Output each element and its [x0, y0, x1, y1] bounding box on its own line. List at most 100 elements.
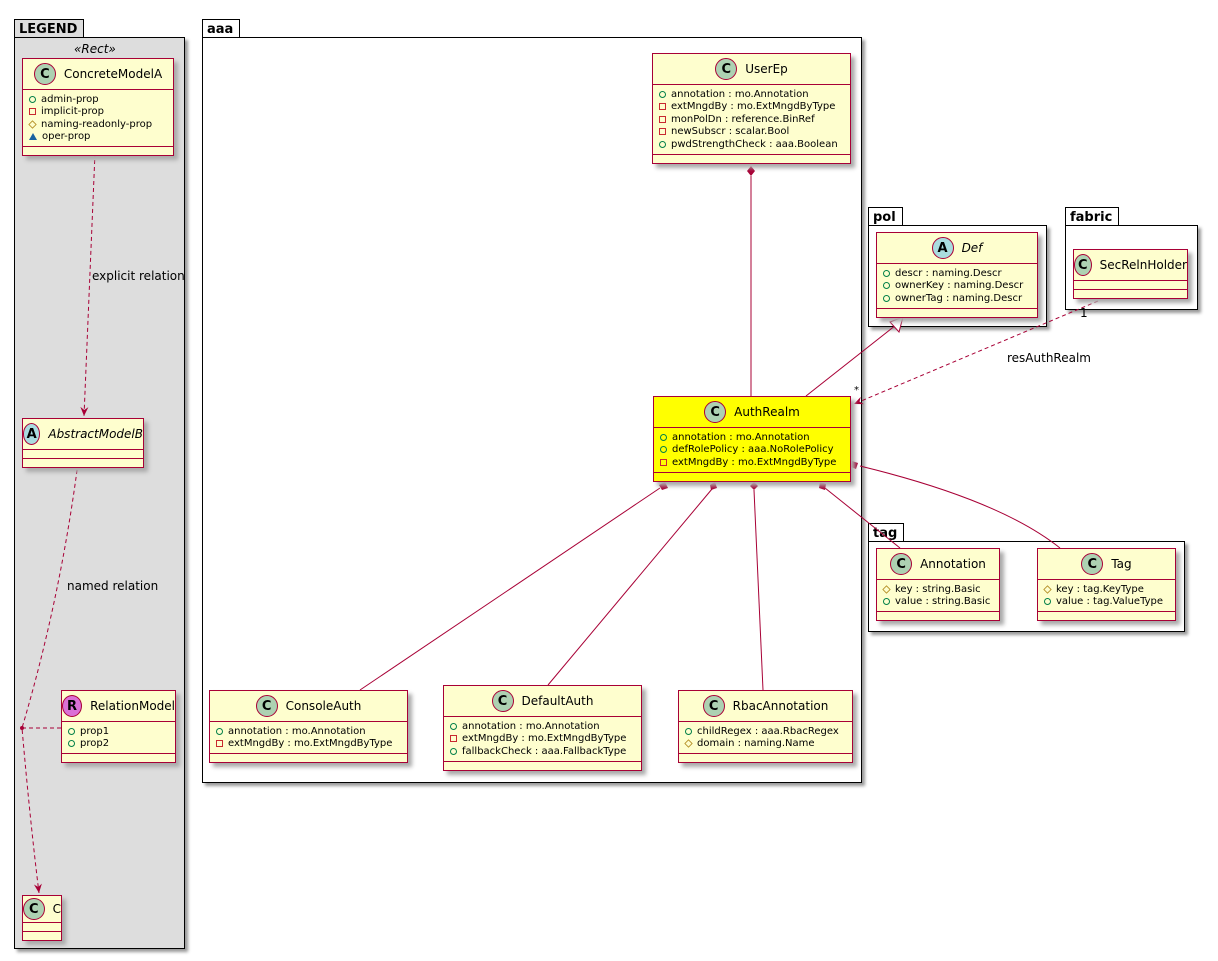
attribute-row: newSubscr : scalar.Bool	[659, 126, 844, 139]
attribute-text: prop1	[80, 725, 110, 737]
legend-stereotype: «Rect»	[74, 42, 116, 56]
attribute-text: value : tag.ValueType	[1056, 596, 1164, 608]
resauthrealm-label: resAuthRealm	[1007, 351, 1091, 365]
class-name: RelationModel	[90, 699, 175, 713]
private-icon	[216, 740, 223, 748]
attribute-row: extMngdBy : mo.ExtMngdByType	[450, 733, 635, 746]
class-name: Tag	[1111, 557, 1132, 571]
class-methods	[679, 754, 852, 762]
class-header: C ConsoleAuth	[210, 691, 407, 722]
package-pol-tab: pol	[868, 207, 903, 225]
protected-icon	[1043, 585, 1052, 594]
attribute-text: extMngdBy : mo.ExtMngdByType	[462, 733, 627, 745]
attribute-text: naming-readonly-prop	[41, 118, 153, 130]
class-methods	[1038, 612, 1175, 620]
attribute-text: value : string.Basic	[895, 596, 991, 608]
private-icon	[450, 735, 457, 743]
attribute-text: newSubscr : scalar.Bool	[671, 126, 790, 138]
class-header: C RbacAnnotation	[679, 691, 852, 722]
attribute-row: extMngdBy : mo.ExtMngdByType	[659, 101, 844, 114]
class-stereotype-icon: C	[702, 695, 725, 717]
public-icon	[660, 433, 667, 441]
class-name: ConsoleAuth	[285, 699, 362, 713]
private-icon	[659, 115, 666, 123]
relation-stereotype-icon: R	[62, 695, 83, 717]
class-name: Annotation	[920, 557, 986, 571]
tag-line	[859, 465, 1061, 549]
named-relation-line	[21, 462, 79, 894]
attribute-row: key : tag.KeyType	[1043, 583, 1169, 596]
attribute-text: admin-prop	[41, 93, 99, 105]
explicit-relation-line	[80, 152, 96, 417]
public-icon	[883, 294, 890, 302]
attribute-text: monPolDn : reference.BinRef	[671, 113, 815, 125]
multiplicity-target: *	[854, 385, 859, 396]
attribute-row: fallbackCheck : aaa.FallbackType	[450, 745, 635, 758]
class-name: DefaultAuth	[521, 694, 594, 708]
attribute-text: key : string.Basic	[895, 583, 981, 595]
attribute-row: value : tag.ValueType	[1044, 596, 1169, 609]
class-stereotype-icon: C	[1074, 254, 1092, 276]
private-icon	[29, 108, 36, 116]
attribute-text: pwdStrengthCheck : aaa.Boolean	[671, 138, 838, 150]
attribute-row: monPolDn : reference.BinRef	[659, 113, 844, 126]
public-icon	[660, 446, 667, 454]
attribute-row: oper-prop	[29, 131, 167, 144]
public-icon	[659, 90, 666, 98]
class-name: SecRelnHolder	[1099, 258, 1187, 272]
rbac-line	[753, 489, 764, 691]
annotation-line	[824, 487, 901, 549]
class-stereotype-icon: C	[255, 695, 278, 717]
class-methods	[23, 147, 173, 155]
consoleauth-line	[359, 487, 661, 691]
attribute-text: annotation : mo.Annotation	[228, 725, 366, 737]
attribute-text: implicit-prop	[41, 106, 104, 118]
class-secrelnholder[interactable]: C SecRelnHolder	[1073, 249, 1188, 299]
attribute-text: defRolePolicy : aaa.NoRolePolicy	[672, 444, 834, 456]
public-icon	[68, 740, 75, 748]
attribute-row: extMngdBy : mo.ExtMngdByType	[216, 738, 401, 751]
attribute-row: prop2	[68, 738, 169, 751]
class-methods	[23, 459, 143, 467]
attribute-row: ownerTag : naming.Descr	[883, 292, 1031, 305]
public-icon	[883, 269, 890, 277]
abstract-stereotype-icon: A	[23, 423, 41, 445]
package-icon	[29, 133, 37, 141]
attribute-row: annotation : mo.Annotation	[659, 88, 844, 101]
class-name: RbacAnnotation	[732, 699, 829, 713]
class-stereotype-icon: C	[491, 690, 514, 712]
class-attributes	[1074, 281, 1187, 290]
package-legend-tab: LEGEND	[14, 19, 85, 37]
class-methods	[1074, 290, 1187, 298]
class-methods	[654, 473, 850, 481]
class-attributes	[23, 923, 61, 932]
defaultauth-line	[547, 488, 713, 686]
package-tag-tab: tag	[868, 523, 905, 541]
attribute-row: prop1	[68, 725, 169, 738]
attribute-text: annotation : mo.Annotation	[671, 88, 809, 100]
public-icon	[883, 282, 890, 290]
attribute-row: admin-prop	[29, 93, 167, 106]
public-icon	[216, 727, 223, 735]
attribute-row: ownerKey : naming.Descr	[883, 280, 1031, 293]
